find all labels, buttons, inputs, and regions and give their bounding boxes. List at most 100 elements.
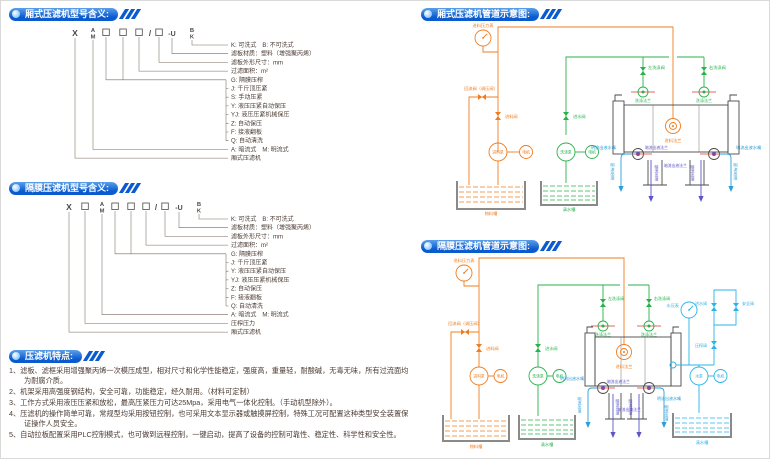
- label-dark-flange: 暗流出液法兰: [664, 163, 687, 168]
- section-title: 厢式压滤机管道示意图:: [421, 7, 539, 21]
- safety-valve: [733, 303, 739, 311]
- code-char-x: X: [66, 202, 72, 212]
- feed-valve: [495, 112, 501, 120]
- label-wash-pump: 洗涤泵: [532, 374, 544, 379]
- label-feed-valve: 进料阀: [486, 345, 499, 352]
- label-squeeze-water-tank: 清水槽: [696, 439, 709, 446]
- label-water-pump: 水泵: [695, 374, 703, 379]
- model-item: 厢式压滤机: [231, 154, 261, 162]
- label-open-flow-left: 明流出液: [578, 397, 583, 414]
- code-char-b: B: [197, 202, 201, 208]
- model-item: 厢式压滤机: [231, 328, 261, 336]
- label-open-flow-right: 明流出液: [665, 405, 670, 422]
- label-dark-flow-right: 暗流出液: [629, 398, 634, 416]
- label-open-nozzle-right: 明流出液水嘴: [657, 395, 681, 401]
- code-box-3: [135, 28, 143, 36]
- label-water-inlet-valve: 进水阀: [545, 345, 558, 352]
- label-squeeze-inlet-valve: 进水阀: [695, 300, 707, 306]
- piping-schematic-diaphragm: 进料压力表 回流阀（调压阀） 进料阀 进料泵 电机: [442, 257, 754, 450]
- feed-flange: [665, 118, 681, 134]
- label-feed-pressure-gauge: 进料压力表: [473, 22, 495, 29]
- water-inlet-valve: [563, 112, 569, 120]
- label-open-nozzle-left: 明流出液水嘴: [591, 144, 617, 151]
- model-item: S: 手动压紧: [231, 93, 262, 101]
- code-char-b: B: [190, 28, 194, 34]
- model-item: F: 接液翻板: [231, 293, 262, 301]
- material-tank: 物料槽: [442, 415, 510, 450]
- material-tank: 物料槽: [456, 181, 526, 217]
- filter-press: [612, 91, 740, 186]
- model-item: 滤板外形尺寸：mm: [231, 232, 283, 240]
- code-char-u: -U: [168, 31, 175, 38]
- dark-outlet-pipes: [650, 160, 702, 197]
- code-box-1: [102, 28, 110, 36]
- water-inlet-valve: [535, 344, 541, 352]
- code-box-4: [161, 202, 169, 210]
- model-code-diagram-diaphragm: X A M / -U B K K: 可洗式 B: 不可洗式 滤板材质：塑料（增强…: [66, 202, 315, 336]
- header-stripes-decoration: [539, 241, 563, 251]
- model-item: K: 可洗式 B: 不可洗式: [231, 41, 294, 49]
- arrow-down-icon: [648, 196, 704, 202]
- right-wash-valve: [646, 299, 652, 307]
- return-valve: [461, 329, 469, 335]
- feed-pump: 进料泵: [469, 366, 489, 386]
- label-water-gauge: 水压表: [666, 302, 679, 309]
- code-char-k: K: [190, 35, 195, 41]
- label-feed-valve: 进料阀: [505, 113, 518, 120]
- model-item: Y: 液压压紧自动保压: [231, 267, 286, 275]
- label-motor: 电机: [556, 374, 564, 379]
- label-wash-flange: 洗涤法兰: [641, 331, 657, 337]
- code-box-0: [81, 202, 89, 210]
- section-model-diaphragm: 隔膜压滤机型号含义: X A M / -U B K K: 可洗式 B: 不可洗式: [9, 181, 411, 345]
- code-char-m: M: [100, 209, 105, 215]
- squeeze-water-tank: 清水槽: [672, 413, 732, 446]
- open-outlet-pipe-right: [719, 153, 732, 187]
- right-wash-valve: [701, 67, 707, 75]
- label-dark-flange: 暗流出液法兰: [618, 407, 641, 412]
- section-title: 隔膜压滤机型号含义:: [9, 181, 118, 195]
- code-char-m: M: [91, 35, 96, 41]
- feature-item: 4、压滤机的操作简单可靠，常规型均采用按钮控制，也可采用文本显示器或触摸屏控制，…: [9, 408, 409, 428]
- code-box-3: [142, 202, 150, 210]
- section-title: 隔膜压滤机管道示意图:: [421, 239, 539, 253]
- arrow-down-icon: [728, 186, 734, 192]
- label-wash-pump: 洗涤泵: [560, 150, 572, 155]
- label-open-flow-right: 明流出液: [733, 163, 739, 182]
- feed-main-pipe: [497, 26, 674, 152]
- flange-axis-lines: [626, 91, 726, 155]
- label-water-inlet-valve: 进水阀: [573, 113, 586, 120]
- wash-pump: 洗涤泵: [556, 142, 576, 162]
- label-dark-flange: 暗流出液法兰: [607, 379, 630, 384]
- label-motor: 电机: [588, 150, 596, 155]
- label-left-wash-valve: 左洗涤阀: [648, 64, 665, 71]
- model-item: G: 隔膜压榨: [231, 250, 263, 258]
- press-legs: [605, 393, 647, 420]
- label-feed-pump: 进料泵: [473, 374, 485, 379]
- features-list: 1、滤板、滤框采用增强聚丙烯一次模压成型，相对尺寸和化学性能稳定，强度高，重量轻…: [9, 366, 409, 440]
- label-feed-flange: 进料法兰: [665, 137, 682, 144]
- section-pipe-diaphragm: 隔膜压滤机管道示意图: 进料压力表 回流阀（调压阀） 进料阀 进料泵 电机: [421, 239, 769, 457]
- label-feed-pump: 进料泵: [492, 150, 504, 155]
- section-header: 厢式压滤机管道示意图:: [421, 7, 769, 21]
- section-header: 隔膜压滤机型号含义:: [9, 181, 411, 195]
- wash-flange-right: [698, 86, 710, 98]
- model-item: 过滤面积：m²: [231, 241, 268, 249]
- squeeze-water-pump: 水泵: [689, 366, 709, 386]
- label-motor: 电机: [497, 374, 505, 379]
- arrow-down-icon: [618, 186, 624, 192]
- wash-branch-pipes: [642, 57, 705, 87]
- section-features: 压滤机特点: 1、滤板、滤框采用增强聚丙烯一次模压成型，相对尺寸和化学性能稳定，…: [9, 349, 409, 441]
- label-dark-flow-left: 暗流出液: [616, 398, 621, 416]
- label-material-tank: 物料槽: [485, 210, 498, 217]
- section-header: 压滤机特点:: [9, 349, 409, 363]
- clean-water-tank: 清水槽: [518, 415, 576, 448]
- code-char-a: A: [91, 28, 96, 34]
- label-open-flow-left: 明流出液: [610, 163, 616, 182]
- return-pipe: [450, 331, 479, 419]
- model-item: K: 可洗式 B: 不可洗式: [231, 215, 294, 223]
- model-item: YJ: 液压压紧机械保压: [231, 111, 289, 119]
- feed-valve: [476, 344, 482, 352]
- model-item: G: 隔膜压榨: [231, 76, 263, 84]
- model-item: 压榨压力: [231, 319, 255, 327]
- arrow-down-icon: [661, 422, 667, 428]
